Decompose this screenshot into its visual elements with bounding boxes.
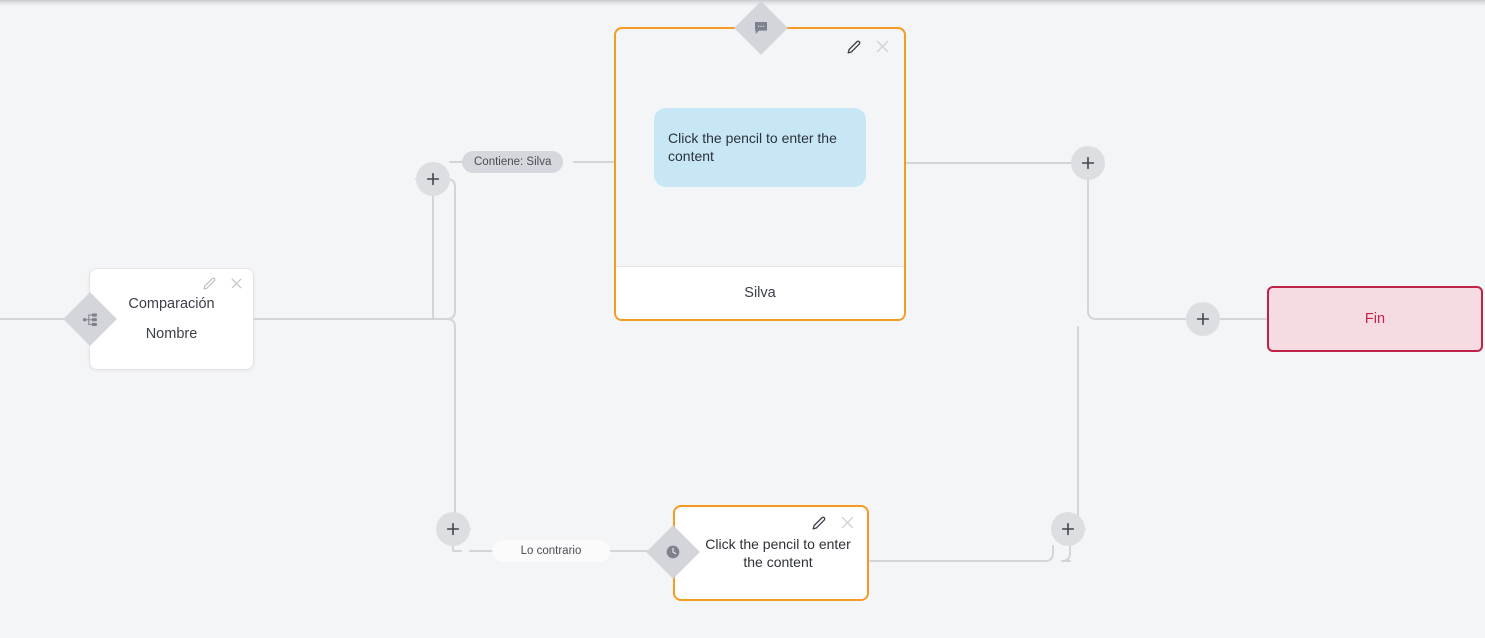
node-comparison-subtitle: Nombre	[145, 326, 198, 342]
clock-icon	[665, 544, 681, 560]
node-delay[interactable]: Click the pencil to enter the content	[673, 505, 869, 601]
edge-label-branch-false[interactable]: Lo contrario	[492, 540, 610, 562]
pencil-icon[interactable]	[203, 277, 216, 290]
pencil-icon[interactable]	[812, 516, 826, 530]
sitemap-icon	[83, 312, 98, 327]
edge-false-plus-joint	[452, 545, 462, 552]
pencil-icon[interactable]	[847, 40, 861, 54]
add-node-branch-false[interactable]	[436, 512, 470, 546]
node-end[interactable]: Fin	[1267, 286, 1483, 352]
node-delay-tools	[812, 515, 855, 530]
close-icon[interactable]	[875, 39, 890, 54]
close-icon[interactable]	[840, 515, 855, 530]
edge-label-branch-true[interactable]: Contiene: Silva	[462, 151, 564, 173]
add-node-after-delay[interactable]	[1051, 512, 1085, 546]
node-message-badge	[734, 1, 788, 55]
node-comparison-tools	[203, 277, 243, 290]
node-comparison-badge	[63, 292, 117, 346]
node-end-label: Fin	[1364, 311, 1386, 327]
edge-bottom-plus-stem	[1061, 545, 1071, 562]
node-message-footer: Silva	[616, 266, 904, 319]
edge-delay-to-bottom-plus	[869, 545, 1054, 562]
chat-bubble-icon	[753, 20, 769, 36]
node-message[interactable]: Click the pencil to enter the content Si…	[614, 27, 906, 321]
close-icon[interactable]	[230, 277, 243, 290]
edge-start-to-false-plus	[253, 318, 471, 530]
node-comparison[interactable]: Comparación Nombre	[89, 268, 254, 370]
add-node-after-message[interactable]	[1071, 146, 1105, 180]
node-comparison-title: Comparación	[128, 296, 215, 312]
message-bubble: Click the pencil to enter the content	[654, 107, 866, 188]
node-message-tools	[847, 39, 890, 54]
add-node-branch-true[interactable]	[416, 162, 450, 196]
add-node-merge[interactable]	[1186, 302, 1220, 336]
node-message-body: Click the pencil to enter the content	[616, 29, 904, 266]
edge-start-to-true-plus	[253, 178, 456, 320]
edge-plus-to-merge	[1087, 179, 1187, 320]
node-delay-text: Click the pencil to enter the content	[705, 535, 851, 570]
edge-merge-spine-down	[1069, 326, 1086, 530]
node-delay-badge	[646, 525, 700, 579]
